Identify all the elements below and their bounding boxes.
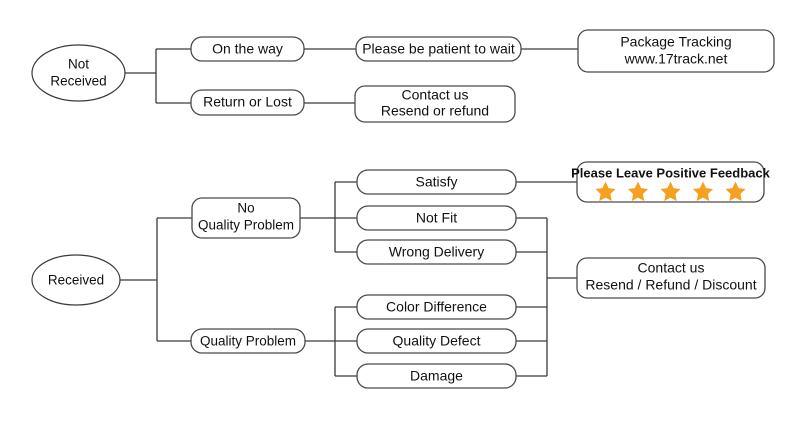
star-icon[interactable]: [693, 181, 713, 202]
node-no-quality-problem-label-line1: No: [237, 201, 254, 216]
node-satisfy[interactable]: Satisfy: [356, 169, 517, 195]
node-not-received[interactable]: Not Received: [31, 44, 126, 102]
node-wrong-delivery[interactable]: Wrong Delivery: [356, 239, 517, 265]
node-please-be-patient[interactable]: Please be patient to wait: [355, 36, 522, 62]
node-received-label: Received: [48, 273, 104, 288]
star-icon[interactable]: [595, 181, 616, 202]
node-return-or-lost-label: Return or Lost: [203, 94, 292, 110]
node-please-be-patient-label: Please be patient to wait: [362, 41, 515, 57]
connectors-received: [120, 181, 577, 377]
node-not-fit[interactable]: Not Fit: [356, 205, 517, 231]
node-package-tracking-url: www.17track.net: [624, 51, 728, 67]
node-contact-us-resend-refund-discount-label-line1: Contact us: [638, 260, 705, 276]
node-contact-us-resend-refund-discount[interactable]: Contact us Resend / Refund / Discount: [576, 257, 766, 299]
node-quality-defect-label: Quality Defect: [393, 333, 481, 349]
node-not-fit-label: Not Fit: [416, 210, 457, 226]
node-color-difference-label: Color Difference: [386, 299, 487, 315]
node-contact-us-resend-refund-discount-label-line2: Resend / Refund / Discount: [585, 277, 756, 293]
node-not-received-label-line1: Not: [68, 57, 89, 72]
node-positive-feedback[interactable]: Please Leave Positive Feedback: [571, 161, 771, 203]
node-package-tracking-label-line1: Package Tracking: [620, 34, 731, 50]
node-damage-label: Damage: [410, 368, 463, 384]
node-no-quality-problem-label-line2: Quality Problem: [198, 218, 294, 233]
node-quality-defect[interactable]: Quality Defect: [356, 328, 517, 354]
node-contact-us-resend-refund[interactable]: Contact us Resend or refund: [354, 85, 516, 123]
node-contact-us-resend-refund-label-line2: Resend or refund: [381, 103, 489, 119]
node-return-or-lost[interactable]: Return or Lost: [190, 89, 305, 116]
node-quality-problem[interactable]: Quality Problem: [190, 328, 306, 354]
node-wrong-delivery-label: Wrong Delivery: [389, 244, 484, 260]
node-no-quality-problem[interactable]: No Quality Problem: [191, 197, 301, 239]
node-received[interactable]: Received: [31, 254, 121, 306]
node-positive-feedback-label: Please Leave Positive Feedback: [571, 165, 770, 180]
node-damage[interactable]: Damage: [356, 363, 517, 389]
rating-stars[interactable]: [595, 181, 746, 202]
node-not-received-label-line2: Received: [50, 74, 106, 89]
node-package-tracking[interactable]: Package Tracking www.17track.net: [577, 29, 775, 73]
star-icon[interactable]: [628, 181, 648, 202]
star-icon[interactable]: [725, 181, 746, 202]
node-satisfy-label: Satisfy: [415, 174, 457, 190]
node-color-difference[interactable]: Color Difference: [356, 294, 517, 320]
node-quality-problem-label: Quality Problem: [200, 334, 296, 349]
node-on-the-way-label: On the way: [212, 41, 283, 57]
node-on-the-way[interactable]: On the way: [190, 36, 305, 62]
star-icon[interactable]: [660, 181, 681, 202]
connectors-not-received: [125, 48, 578, 104]
node-contact-us-resend-refund-label-line1: Contact us: [402, 87, 469, 103]
